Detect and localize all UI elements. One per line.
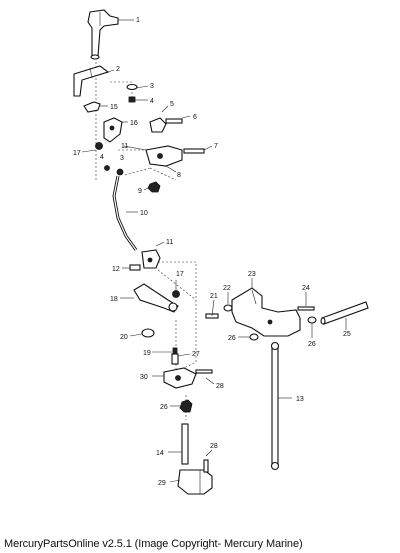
callout-24: 24 bbox=[302, 285, 310, 292]
callout-14: 14 bbox=[156, 450, 164, 457]
part-29-block bbox=[177, 469, 213, 495]
callout-2: 2 bbox=[116, 66, 120, 73]
callout-23: 23 bbox=[248, 271, 256, 278]
part-7-stud bbox=[183, 148, 205, 154]
callout-8: 8 bbox=[177, 172, 181, 179]
assembly-guide-lines bbox=[95, 62, 197, 420]
part-20-bushing bbox=[141, 328, 155, 338]
part-5-clip bbox=[149, 117, 167, 133]
part-26-nut-right bbox=[307, 316, 317, 324]
part-4-nut bbox=[128, 96, 136, 103]
part-16-bracket bbox=[103, 117, 123, 143]
callout-29: 29 bbox=[158, 480, 166, 487]
callout-12: 12 bbox=[112, 266, 120, 273]
part-26-nut bbox=[179, 399, 193, 413]
part-14-rod bbox=[181, 423, 189, 465]
part-23-housing bbox=[231, 287, 301, 337]
callout-4: 4 bbox=[150, 98, 154, 105]
part-10-rod bbox=[112, 175, 138, 251]
callout-4-lower: 4 bbox=[100, 154, 104, 161]
part-26-nut-left bbox=[249, 333, 259, 341]
part-12-screw bbox=[129, 264, 141, 271]
callout-13: 13 bbox=[296, 396, 304, 403]
callout-11-lower: 11 bbox=[166, 239, 173, 246]
callout-19: 19 bbox=[143, 350, 151, 357]
part-24-pin bbox=[297, 306, 315, 311]
callout-28-upper: 28 bbox=[216, 383, 224, 390]
part-28-pin bbox=[195, 369, 213, 374]
callout-20: 20 bbox=[120, 334, 128, 341]
part-6-pin bbox=[165, 118, 183, 124]
copyright-caption: MercuryPartsOnline v2.5.1 (Image Copyrig… bbox=[4, 538, 303, 550]
callout-10: 10 bbox=[140, 210, 148, 217]
callout-22: 22 bbox=[223, 285, 231, 292]
callout-3: 3 bbox=[150, 83, 154, 90]
callout-11-upper: 11 bbox=[121, 143, 128, 150]
part-13-rod bbox=[270, 341, 280, 471]
callout-17-lower: 17 bbox=[176, 271, 184, 278]
callout-16: 16 bbox=[130, 120, 138, 127]
callout-1: 1 bbox=[136, 17, 140, 24]
callout-9: 9 bbox=[138, 188, 142, 195]
callout-28-lower: 28 bbox=[210, 443, 218, 450]
callout-7: 7 bbox=[214, 143, 218, 150]
part-11-connector bbox=[141, 249, 161, 269]
callout-labels: 1 2 3 4 15 16 5 6 17 11 3 4 7 8 9 10 11 … bbox=[73, 17, 351, 487]
callout-26-left: 26 bbox=[228, 335, 236, 342]
callout-26-lower: 26 bbox=[160, 404, 168, 411]
callout-25: 25 bbox=[343, 331, 351, 338]
part-15-clip bbox=[83, 101, 101, 113]
part-1-steering-post bbox=[87, 9, 119, 60]
part-19-screw bbox=[172, 347, 178, 355]
part-17-nut-lower bbox=[172, 290, 180, 298]
callout-6: 6 bbox=[193, 114, 197, 121]
part-30-bracket bbox=[163, 367, 197, 389]
callout-18: 18 bbox=[110, 296, 118, 303]
part-9-nut bbox=[147, 181, 161, 193]
callout-26-right: 26 bbox=[308, 341, 316, 348]
callout-27: 27 bbox=[192, 351, 200, 358]
part-27-spring bbox=[171, 353, 179, 365]
part-17-nut bbox=[95, 142, 103, 150]
part-2-bracket bbox=[73, 65, 110, 97]
part-3-4-hardware bbox=[104, 165, 124, 176]
part-3-washer bbox=[126, 83, 138, 91]
part-28-pin-lower bbox=[203, 459, 209, 473]
part-18-link bbox=[133, 283, 179, 313]
callout-30: 30 bbox=[140, 374, 148, 381]
callout-5: 5 bbox=[170, 101, 174, 108]
part-22-washer bbox=[223, 304, 233, 312]
part-25-shaft bbox=[320, 301, 369, 325]
part-11-lever bbox=[145, 145, 183, 167]
callout-21: 21 bbox=[210, 293, 218, 300]
callout-17-upper: 17 bbox=[73, 150, 81, 157]
callout-15: 15 bbox=[110, 104, 118, 111]
leader-lines bbox=[81, 19, 347, 483]
callout-3-lower: 3 bbox=[120, 155, 124, 162]
